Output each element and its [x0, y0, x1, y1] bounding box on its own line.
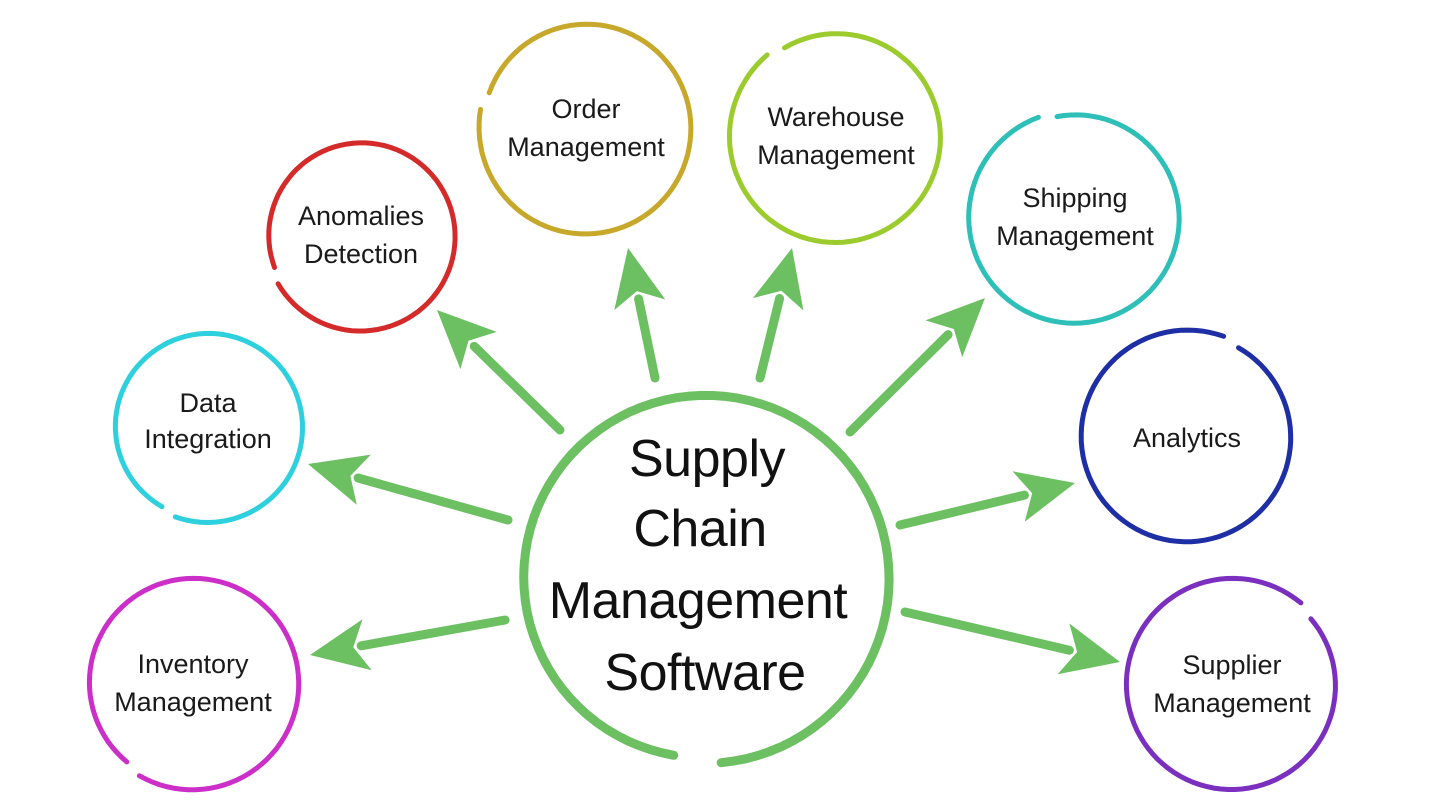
arrow-2 [614, 248, 666, 383]
node-order-label-line-2: Management [507, 132, 665, 162]
node-layer: OrderManagementWarehouseManagementShippi… [86, 21, 1338, 793]
node-supplier-label-line-2: Management [1153, 688, 1311, 718]
arrow-head [437, 310, 497, 370]
node-order-label-line-1: Order [551, 94, 620, 124]
node-supplier-ring [1123, 575, 1338, 792]
arrow-shaft [755, 293, 785, 383]
node-anomalies-label-line-1: Anomalies [298, 201, 424, 231]
arrow-shaft [353, 473, 513, 525]
node-data-ring [112, 330, 306, 526]
arrow-head [752, 248, 804, 311]
arrow-7 [310, 615, 510, 671]
hub-label-line-4: Software [604, 644, 805, 702]
arrow-4 [845, 298, 985, 437]
node-inventory-ring [86, 575, 302, 793]
node-inventory-label-line-2: Management [114, 687, 272, 717]
hub-label-line-3: Management [549, 572, 849, 630]
node-anomalies-ring [266, 140, 458, 334]
arrow-head [308, 454, 371, 505]
node-data-label-line-2: Integration [144, 424, 272, 454]
arrow-head [1012, 471, 1075, 522]
node-analytics-label-line-1: Analytics [1133, 423, 1241, 453]
arrow-head [310, 619, 372, 671]
arrow-shaft [634, 294, 660, 383]
hub-label-line-1: Supply [629, 430, 785, 488]
node-inventory-label-line-1: Inventory [137, 649, 249, 679]
node-analytics-ring [1078, 327, 1294, 545]
arrow-8 [308, 454, 513, 525]
node-data-label-line-1: Data [179, 388, 237, 418]
node-warehouse-ring [726, 31, 943, 246]
hub-ring [519, 390, 894, 768]
arrow-layer [308, 248, 1120, 675]
arrow-1 [437, 310, 565, 435]
node-shipping-ring [966, 112, 1182, 326]
arrow-head [614, 248, 666, 311]
node-shipping-label-line-2: Management [996, 221, 1154, 251]
node-analytics: Analytics [1078, 327, 1294, 545]
arrow-3 [752, 248, 804, 383]
hub-label-line-2: Chain [633, 500, 766, 558]
arrow-shaft [900, 607, 1074, 655]
arrow-head [1057, 623, 1120, 675]
node-warehouse-label-line-1: Warehouse [767, 102, 904, 132]
node-shipping-label-line-1: Shipping [1022, 183, 1127, 213]
arrow-5 [895, 471, 1075, 530]
node-anomalies-label-line-2: Detection [304, 239, 418, 269]
node-order-ring [476, 21, 694, 237]
node-supplier-label-line-1: Supplier [1182, 650, 1281, 680]
node-warehouse-label-line-2: Management [757, 140, 915, 170]
arrow-head [925, 298, 985, 358]
hub-node: Supply Chain Management Software [519, 390, 894, 768]
arrow-6 [900, 607, 1120, 675]
arrow-shaft [845, 330, 953, 437]
arrow-shaft [895, 490, 1029, 530]
arrow-shaft [469, 341, 565, 435]
arrow-shaft [356, 615, 510, 651]
